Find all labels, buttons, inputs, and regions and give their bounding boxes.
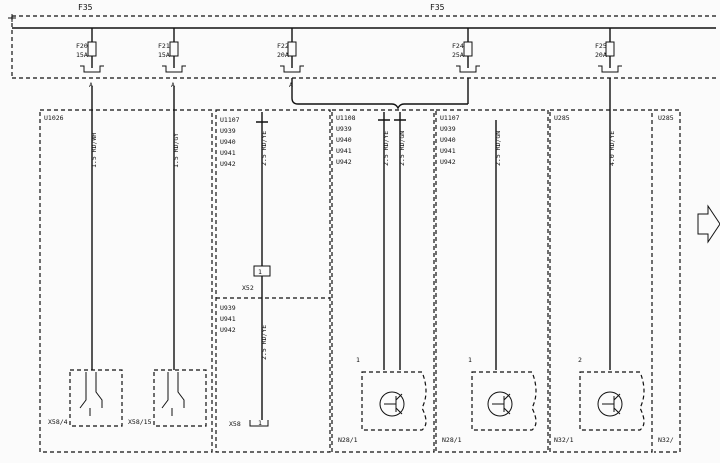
lower-module-code-0: U939 <box>220 304 236 312</box>
wire-1-label: 1.5 RD/WH <box>90 133 98 168</box>
fuse-f21-rating: 15A <box>158 51 170 59</box>
motor-n32-1: N32/1 <box>554 371 645 444</box>
module-6-code: U285 <box>658 114 674 122</box>
n28-a-pin: 1 <box>356 356 360 364</box>
module-4-code-0: U1107 <box>440 114 460 122</box>
wire-5-label: 2.5 RD/GN <box>398 131 406 166</box>
module-4-code-3: U941 <box>440 147 456 155</box>
module-box-4 <box>435 109 549 453</box>
module-box-6 <box>654 109 681 453</box>
module-4-code-2: U940 <box>440 136 456 144</box>
wire-3-terminal <box>256 112 268 123</box>
fuse-f24: F24 25A <box>452 28 480 73</box>
fuse-f20-rating: 15A <box>76 51 88 59</box>
continue-arrow-icon <box>697 204 720 244</box>
module-2-code-0: U1107 <box>220 116 240 124</box>
module-1-code: U1026 <box>44 114 64 122</box>
x58-label: X58 <box>229 420 241 428</box>
switch-x58-4: X58/4 <box>48 369 123 427</box>
x52-connector <box>253 265 271 277</box>
fuse-f22: F22 20A A <box>277 28 304 89</box>
module-3-code-3: U941 <box>336 147 352 155</box>
fuse-f25-rating: 20A <box>595 51 607 59</box>
fuse-f22-pin: A <box>289 81 293 89</box>
fuse-f21-pin: A <box>171 81 175 89</box>
module-box-1 <box>39 109 213 453</box>
x58-pin: 1 <box>258 419 262 427</box>
fuse-f24-name: F24 <box>452 42 464 50</box>
module-box-2 <box>215 109 331 453</box>
module-3-code-4: U942 <box>336 158 352 166</box>
n32-1-label: N32/1 <box>554 436 574 444</box>
module-3-code-2: U940 <box>336 136 352 144</box>
fuse-f22-rating: 20A <box>277 51 289 59</box>
fuse-f21-name: F21 <box>158 42 170 50</box>
x58-15-label: X58/15 <box>128 418 152 426</box>
module-box-5 <box>549 109 653 453</box>
n28-1b-label: N28/1 <box>442 436 462 444</box>
wire-5-terminal <box>394 112 406 121</box>
fuse-f24-rating: 25A <box>452 51 464 59</box>
wire-4-terminal <box>378 112 390 121</box>
wire-2-label: 1.5 RD/GY <box>172 133 180 168</box>
fuse-f21: F21 15A A <box>158 28 186 89</box>
wire-6-label: 2.5 RD/GN <box>494 131 502 166</box>
module-2-code-4: U942 <box>220 160 236 168</box>
motor-n28-1a: N28/1 <box>338 371 427 444</box>
module-2-code-3: U941 <box>220 149 236 157</box>
x52-pin: 1 <box>258 268 262 276</box>
fuse-f20-name: F20 <box>76 42 88 50</box>
module-3-code-0: U1108 <box>336 114 356 122</box>
fuse-f25: F25 20A <box>595 28 622 73</box>
fuse-f25-name: F25 <box>595 42 607 50</box>
module-4-code-1: U939 <box>440 125 456 133</box>
n32-pin: 2 <box>578 356 582 364</box>
x52-label: X52 <box>242 284 254 292</box>
bus-label-left: F35 <box>78 3 93 12</box>
module-4-code-4: U942 <box>440 158 456 166</box>
wire-7-label: 4.0 RD/YE <box>608 131 616 166</box>
module-5-code: U285 <box>554 114 570 122</box>
module-2-code-1: U939 <box>220 127 236 135</box>
wire-3-label: 2.5 RD/YE <box>260 131 268 166</box>
fuse-f20: F20 15A A <box>76 28 104 89</box>
switch-x58-15: X58/15 <box>128 369 207 427</box>
n28-b-pin: 1 <box>468 356 472 364</box>
splice-wire <box>291 90 468 110</box>
fuse-f22-name: F22 <box>277 42 289 50</box>
x58-4-label: X58/4 <box>48 418 68 426</box>
wire-8-label: 2.5 RD/YE <box>260 325 268 360</box>
x58-connector <box>249 420 269 427</box>
lower-module-code-2: U942 <box>220 326 236 334</box>
module-box-3 <box>331 109 435 453</box>
lower-module-code-1: U941 <box>220 315 236 323</box>
wire-4-label: 2.5 RD/YE <box>382 131 390 166</box>
bus-start-mark <box>8 14 16 22</box>
n32-cut-label: N32/ <box>658 436 674 444</box>
module-3-code-1: U939 <box>336 125 352 133</box>
bus-label-right: F35 <box>430 3 445 12</box>
n28-1a-label: N28/1 <box>338 436 358 444</box>
module-2-code-2: U940 <box>220 138 236 146</box>
fuse-f20-pin: A <box>89 81 93 89</box>
motor-n28-1b: N28/1 <box>442 371 537 444</box>
